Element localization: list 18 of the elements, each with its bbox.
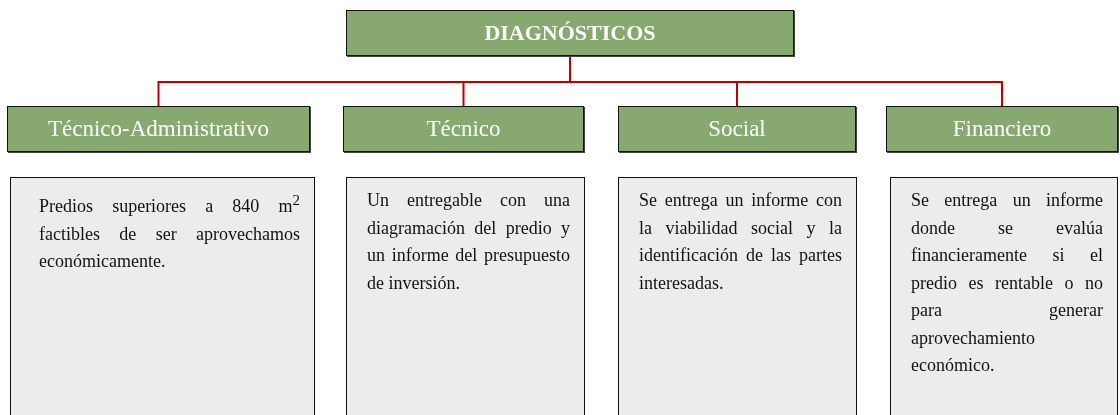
heading-text: Financiero [952,116,1052,142]
description-text: Predios superiores a 840 m$^{2}$ factibles de ser aprovechamos económicamente. [39,191,300,273]
heading-text: DIAGNÓSTICOS [484,20,656,46]
heading-text: Técnico [426,116,501,142]
heading-box [7,106,310,152]
description-text: Un entregable con una diagramación del predio y un informe del presupuesto de inversión. [367,189,570,295]
heading-text: Social [708,116,766,142]
description-text: Se entrega un informe con la viabilidad social y la identificación de las partes interesadas. [639,189,842,295]
description-box [890,177,1118,415]
heading-box [618,106,856,152]
heading-box [886,106,1118,152]
heading-box [346,10,794,56]
description-box [10,177,315,415]
description-box [346,177,585,415]
heading-box [343,106,584,152]
description-box [618,177,857,415]
heading-text: Técnico-Administrativo [48,116,269,142]
description-text: Se entrega un informe donde se evalúa financieramente si el predio es rentable o no para generar aprovechamiento económico. [911,189,1103,377]
